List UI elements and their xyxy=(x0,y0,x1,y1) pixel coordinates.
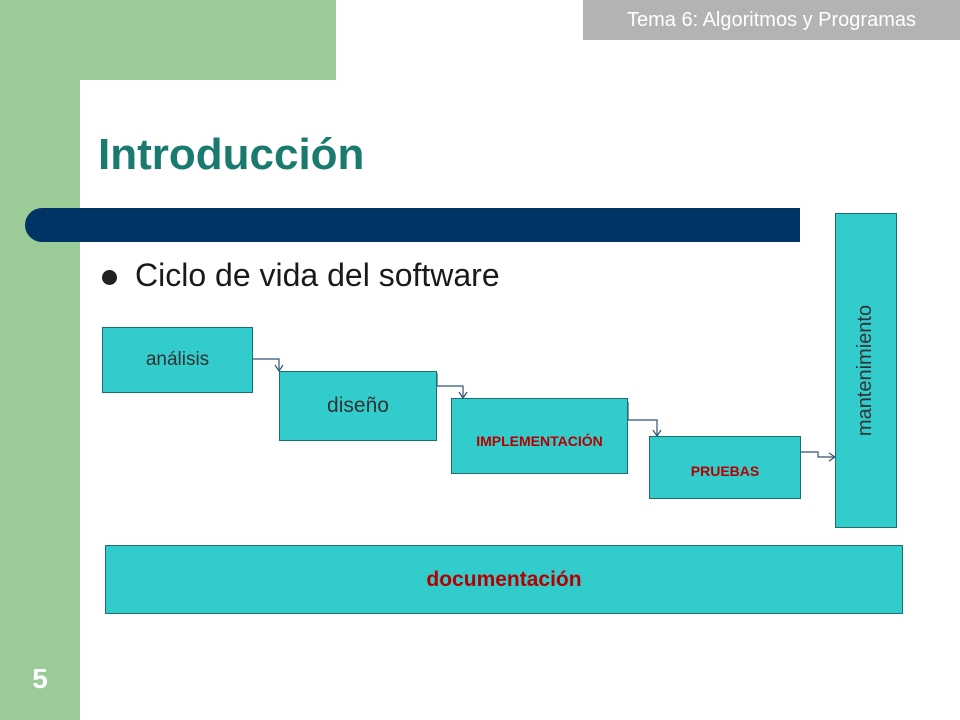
connector-analisis-diseno xyxy=(253,358,280,371)
stage-mantenimiento-box: mantenimiento xyxy=(835,213,897,528)
stage-pruebas-label: PRUEBAS xyxy=(690,462,760,479)
stage-documentacion-label: documentación xyxy=(426,567,582,591)
slide-title: Introducción xyxy=(98,130,365,179)
stage-diseno-label: diseño xyxy=(327,394,389,417)
connector-pruebas-mant xyxy=(801,451,835,458)
course-title-tag: Tema 6: Algoritmos y Programas xyxy=(583,0,960,40)
stage-analisis-box: análisis xyxy=(102,327,253,393)
stage-pruebas-box: PRUEBAS xyxy=(649,436,801,499)
stage-mantenimiento-label: mantenimiento xyxy=(854,304,877,437)
left-sidebar-band xyxy=(0,0,80,720)
stage-documentacion-box: documentación xyxy=(105,545,903,614)
bullet-text: Ciclo de vida del software xyxy=(135,257,500,293)
connector-diseno-impl xyxy=(436,373,464,398)
top-left-band xyxy=(0,0,336,80)
connector-impl-pruebas xyxy=(627,402,658,436)
stage-analisis-label: análisis xyxy=(145,349,210,370)
stage-implementacion-label: IMPLEMENTACIÓN xyxy=(476,433,603,449)
title-underline-bar xyxy=(25,208,800,242)
stage-diseno-box: diseño xyxy=(279,371,437,441)
stage-implementacion-box: IMPLEMENTACIÓN xyxy=(451,398,628,474)
slide-number: 5 xyxy=(32,663,48,694)
bullet-dot-icon xyxy=(102,270,117,285)
